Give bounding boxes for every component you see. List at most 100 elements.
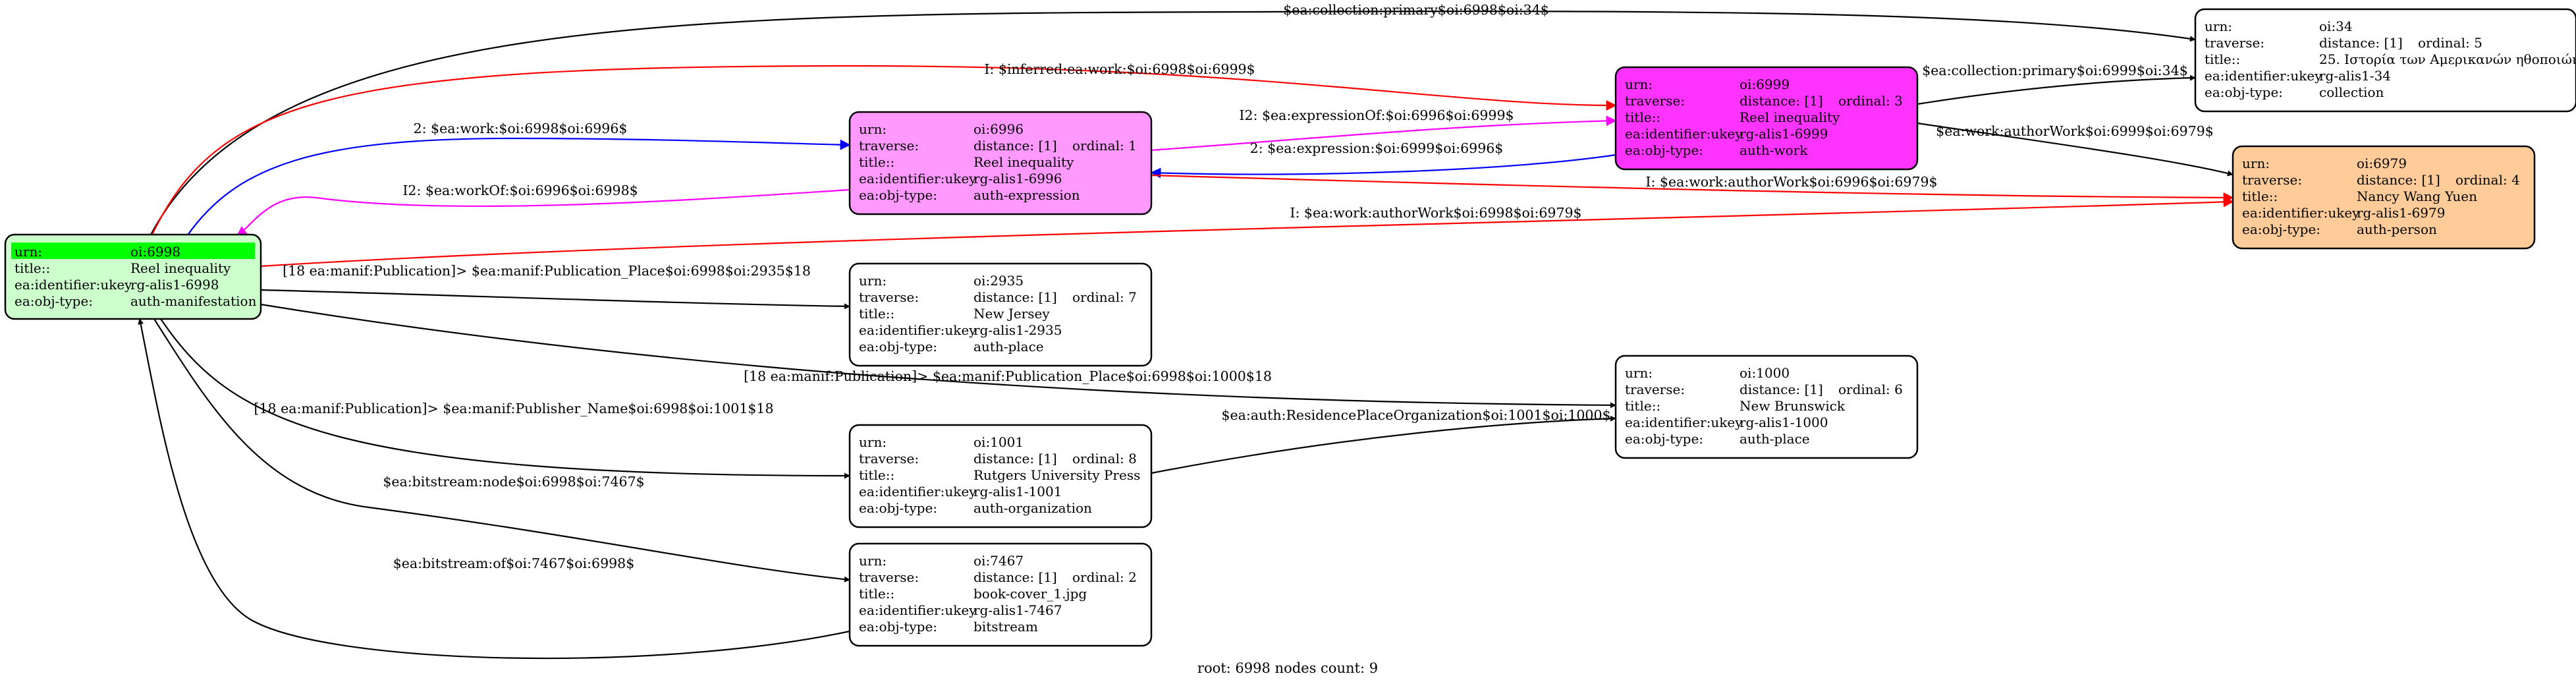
node-field-value: Reel inequality [973, 154, 1074, 170]
node-field-key: title:: [2205, 51, 2240, 67]
edge-label: $ea:collection:primary$oi:6998$oi:34$ [1283, 2, 1549, 18]
node-field-value: distance: [1] [1740, 382, 1823, 397]
edge-n6998-n1000 [260, 303, 1616, 409]
node-field-value: oi:6998 [130, 244, 180, 260]
node-field-value: oi:34 [2319, 18, 2353, 34]
node-field-value: 25. Ιστορία των Αμερικανών ηθοποιών [2319, 51, 2576, 67]
node-field-key: ea:identifier:ukey [2242, 205, 2360, 221]
node-field-value: oi:1000 [1740, 365, 1790, 381]
node-field-value: auth-place [1740, 431, 1810, 447]
node-field-value: distance: [1] [2357, 172, 2440, 188]
edge-label: I2: $ea:workOf:$oi:6996$oi:6998$ [402, 183, 638, 198]
edge-label: $ea:auth:ResidencePlaceOrganization$oi:1… [1221, 407, 1610, 423]
node-field-value: rg-alis1-1001 [973, 484, 1062, 499]
node-field-key: urn: [859, 273, 887, 289]
node-field-key: ea:obj-type: [1625, 431, 1703, 447]
node-field-value: ordinal: 4 [2455, 172, 2520, 188]
node-field-value: ordinal: 2 [1072, 569, 1137, 585]
edge-n6996-n6998 [236, 188, 850, 237]
node-field-key: ea:identifier:ukey [859, 322, 977, 338]
node-field-value: oi:1001 [973, 434, 1024, 450]
node-field-key: title:: [859, 154, 894, 170]
node-field-key: traverse: [2242, 172, 2302, 188]
node-field-key: traverse: [859, 138, 919, 154]
edge-n6998-n1001 [160, 318, 850, 479]
node-field-value: distance: [1] [973, 138, 1057, 154]
node-field-value: distance: [1] [2319, 35, 2403, 51]
node-field-key: traverse: [2205, 35, 2264, 51]
node-field-value: distance: [1] [1740, 93, 1823, 109]
node-field-value: ordinal: 5 [2418, 35, 2482, 51]
node-field-value: New Jersey [973, 306, 1050, 322]
node-field-key: urn: [2205, 18, 2232, 34]
node-field-key: ea:identifier:ukey [1625, 126, 1743, 142]
node-box [848, 111, 1153, 215]
edge-label: I: $ea:work:authorWork$oi:6996$oi:6979$ [1645, 174, 1937, 190]
node-field-key: ea:obj-type: [2205, 84, 2283, 100]
edge-label: 2: $ea:expression:$oi:6999$oi:6996$ [1250, 140, 1504, 156]
edge-n6996-n6999 [1151, 115, 1617, 152]
edge-label: [18 ea:manif:Publication]> $ea:manif:Pub… [254, 401, 774, 416]
edge-label: $ea:bitstream:of$oi:7467$oi:6998$ [393, 555, 635, 571]
edge-label: [18 ea:manif:Publication]> $ea:manif:Pub… [283, 263, 811, 279]
node-field-key: title:: [859, 467, 894, 483]
edge-n6998-n6996 [186, 137, 851, 237]
node-field-value: ordinal: 7 [1072, 289, 1137, 305]
node-box [848, 424, 1153, 528]
node-field-value: auth-work [1740, 142, 1808, 158]
node-field-value: rg-alis1-6998 [130, 277, 219, 293]
node-field-key: urn: [14, 244, 42, 260]
node-field-value: rg-alis1-1000 [1740, 414, 1828, 430]
node-field-value: rg-alis1-2935 [973, 322, 1062, 338]
node-field-value: rg-alis1-34 [2319, 68, 2391, 84]
node-field-value: collection [2319, 84, 2384, 100]
node-field-value: auth-person [2357, 221, 2437, 237]
edge-n6999-n34 [1917, 74, 2196, 105]
node-field-value: ordinal: 3 [1838, 93, 1903, 109]
node-box [848, 542, 1153, 647]
node-field-key: ea:obj-type: [859, 619, 937, 635]
node-box [1614, 66, 1919, 171]
edge-n1001-n1000 [1151, 415, 1616, 474]
node-field-key: ea:identifier:ukey [1625, 414, 1743, 430]
edge-n6998-n7467 [153, 318, 850, 583]
edge-n6998-n2935 [260, 289, 850, 310]
edge-n6998-n6979 [260, 196, 2234, 268]
edge-n6998-n6999 [151, 65, 1617, 237]
node-34[interactable]: urn: oi:34 traverse: distance: [1] ordinal: … [2194, 8, 2576, 113]
node-field-key: traverse: [1625, 382, 1685, 397]
edge-label: $ea:work:authorWork$oi:6999$oi:6979$ [1936, 123, 2214, 139]
node-field-key: traverse: [859, 569, 919, 585]
node-field-value: auth-manifestation [130, 293, 257, 309]
node-field-key: traverse: [859, 451, 919, 467]
node-field-value: rg-alis1-6996 [973, 171, 1062, 186]
node-field-key: ea:obj-type: [859, 187, 937, 203]
edge-n6996-n6979 [1151, 174, 2234, 203]
edge-label: I: $ea:work:authorWork$oi:6998$oi:6979$ [1290, 205, 1581, 221]
node-box [2232, 145, 2536, 250]
node-field-key: traverse: [859, 289, 919, 305]
node-field-key: ea:obj-type: [2242, 221, 2320, 237]
node-field-key: ea:identifier:ukey [859, 484, 977, 499]
node-field-value: rg-alis1-6999 [1740, 126, 1828, 142]
node-field-value: Rutgers University Press [973, 467, 1140, 483]
edge-label: $ea:bitstream:node$oi:6998$oi:7467$ [383, 474, 644, 490]
node-field-key: ea:identifier:ukey [14, 277, 132, 293]
node-field-value: oi:6999 [1740, 76, 1790, 92]
node-field-value: rg-alis1-7467 [973, 602, 1062, 618]
node-field-key: urn: [859, 553, 887, 569]
edge-label: 2: $ea:work:$oi:6998$oi:6996$ [414, 121, 628, 136]
node-field-value: New Brunswick [1740, 398, 1846, 414]
edge-n7467-n6998 [138, 318, 850, 660]
node-field-key: traverse: [1625, 93, 1685, 109]
node-field-value: ordinal: 1 [1072, 138, 1137, 154]
node-field-key: ea:obj-type: [859, 339, 937, 355]
